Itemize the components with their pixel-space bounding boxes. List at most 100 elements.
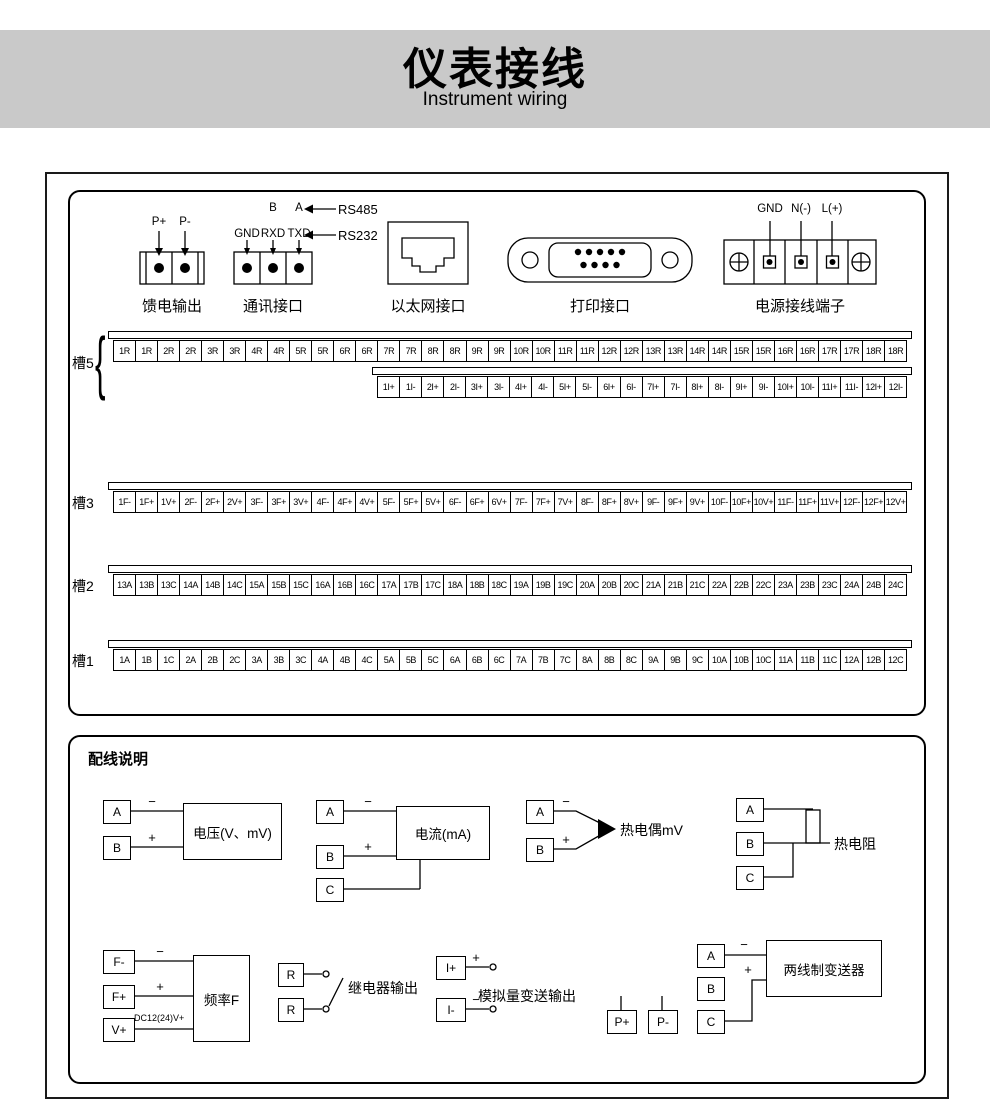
terminal-cell: 16R xyxy=(775,341,797,361)
terminal-cell: 8A xyxy=(577,650,599,670)
terminal-cell: 7B xyxy=(533,650,555,670)
terminal-cell: 8C xyxy=(621,650,643,670)
terminal-cell: 9B xyxy=(665,650,687,670)
relay-label: 继电器输出 xyxy=(348,980,418,996)
power-pin-l: L(+) xyxy=(821,203,843,215)
terminal-cell: 13R xyxy=(665,341,687,361)
freq-terminal-fminus: F- xyxy=(103,950,135,974)
terminal-cell: 12R xyxy=(621,341,643,361)
terminal-cell: 8I+ xyxy=(687,377,709,397)
terminal-cell: 1R xyxy=(136,341,159,361)
voltage-box: 电压(V、mV) xyxy=(183,803,282,860)
slot1-label: 槽1 xyxy=(72,653,94,669)
terminal-cell: 19A xyxy=(511,575,533,595)
terminal-cell: 3B xyxy=(268,650,291,670)
terminal-cell: 9F- xyxy=(643,492,665,512)
terminal-row-slot5-i: 1I+1I-2I+2I-3I+3I-4I+4I-5I+5I-6I+6I-7I+7… xyxy=(377,376,907,398)
terminal-cell: 13B xyxy=(136,575,159,595)
terminal-cell: 11I+ xyxy=(819,377,841,397)
terminal-cell: 16B xyxy=(334,575,357,595)
terminal-cell: 5I+ xyxy=(554,377,577,397)
terminal-cell: 9R xyxy=(489,341,511,361)
terminal-cell: 6I- xyxy=(621,377,643,397)
current-plus-sign: + xyxy=(364,839,372,854)
terminal-cell: 16R xyxy=(797,341,819,361)
terminal-cell: 11F+ xyxy=(797,492,819,512)
terminals-panel xyxy=(68,190,926,716)
terminal-cell: 15B xyxy=(268,575,291,595)
terminal-cell: 3I- xyxy=(488,377,511,397)
terminal-cell: 18C xyxy=(489,575,511,595)
terminal-cell: 10C xyxy=(753,650,775,670)
terminal-cell: 6F- xyxy=(444,492,467,512)
trans-terminal-c: C xyxy=(697,1010,725,1034)
terminal-cell: 24B xyxy=(863,575,886,595)
terminal-cell: 10V+ xyxy=(753,492,775,512)
terminal-cell: 12I- xyxy=(888,382,903,392)
terminal-cell: 9V+ xyxy=(687,492,709,512)
freq-supply-note: DC12(24)V+ xyxy=(134,1013,185,1023)
terminal-cell: 6I+ xyxy=(598,377,621,397)
terminal-cell: 7A xyxy=(511,650,533,670)
terminal-cell: 6C xyxy=(489,650,511,670)
freq-terminal-vplus: V+ xyxy=(103,1018,135,1042)
terminal-cell: 3F+ xyxy=(268,492,291,512)
terminal-cell: 7I- xyxy=(665,377,687,397)
terminal-cell: 1I- xyxy=(400,377,423,397)
terminal-cell: 10R xyxy=(511,341,533,361)
terminal-cell: 6R xyxy=(356,341,379,361)
terminal-cell: 13C xyxy=(158,575,181,595)
tc-plus-sign: + xyxy=(562,832,570,847)
terminal-cell: 18B xyxy=(467,575,489,595)
terminal-cell: 24A xyxy=(841,575,864,595)
trans-terminal-b: B xyxy=(697,977,725,1001)
terminal-cell: 7I+ xyxy=(643,377,665,397)
terminal-cell: 6V+ xyxy=(489,492,511,512)
terminal-rail-slot2 xyxy=(108,565,912,573)
ethernet-caption: 以太网接口 xyxy=(390,298,466,315)
terminal-cell: 17C xyxy=(422,575,445,595)
wiring-section-title: 配线说明 xyxy=(88,751,149,768)
terminal-cell: 11V+ xyxy=(819,492,842,512)
terminal-cell: 7C xyxy=(555,650,577,670)
terminal-rail-slot1 xyxy=(108,640,912,648)
terminal-cell: 4R xyxy=(268,341,291,361)
comm-pin-txd: TXD xyxy=(287,228,311,240)
terminal-cell: 23B xyxy=(797,575,819,595)
terminal-cell: 23A xyxy=(775,575,797,595)
terminal-cell: 13A xyxy=(114,575,137,595)
terminal-cell: 9I+ xyxy=(731,377,753,397)
terminal-cell: 1A xyxy=(114,650,137,670)
current-terminal-b: B xyxy=(316,845,344,869)
comm-caption: 通讯接口 xyxy=(242,298,304,315)
terminal-cell: 17R xyxy=(841,341,864,361)
terminal-cell: 13R xyxy=(643,341,665,361)
rtd-terminal-c: C xyxy=(736,866,764,890)
terminal-cell: 2R xyxy=(158,341,181,361)
terminal-cell: 6F+ xyxy=(467,492,489,512)
current-minus-sign: − xyxy=(364,794,372,809)
terminal-rail-slot5-i xyxy=(372,367,912,375)
terminal-cell: 5V+ xyxy=(422,492,445,512)
terminal-cell: 11R xyxy=(555,341,577,361)
terminal-cell: 5C xyxy=(422,650,445,670)
terminal-cell: 5F- xyxy=(378,492,401,512)
power-pin-gnd: GND xyxy=(757,203,783,215)
terminal-cell: 21A xyxy=(643,575,665,595)
terminal-cell: 10F+ xyxy=(731,492,753,512)
terminal-cell: 11C xyxy=(819,650,842,670)
current-box: 电流(mA) xyxy=(396,806,490,860)
terminal-cell: 2B xyxy=(202,650,225,670)
analog-out-label: 模拟量变送输出 xyxy=(478,988,576,1004)
terminal-cell: 18R xyxy=(863,341,886,361)
feed-pin-minus: P- xyxy=(179,216,191,228)
terminal-cell: 15R xyxy=(753,341,775,361)
terminal-cell: 2I+ xyxy=(422,377,445,397)
terminal-cell: 2A xyxy=(180,650,203,670)
terminal-cell: 15R xyxy=(731,341,753,361)
terminal-cell: 12C xyxy=(887,655,904,665)
terminal-cell: 3I+ xyxy=(466,377,489,397)
terminal-cell: 12A xyxy=(841,650,864,670)
terminal-cell: 2C xyxy=(224,650,247,670)
